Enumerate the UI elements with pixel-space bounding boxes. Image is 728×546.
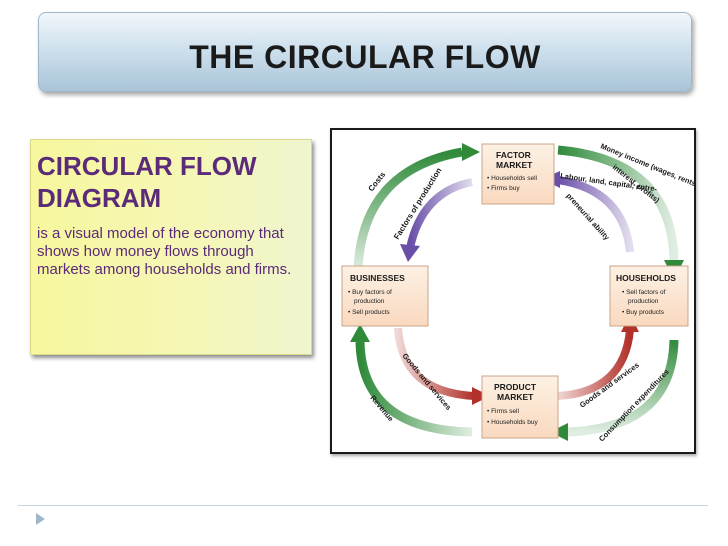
arrow-goods-right: [557, 329, 634, 400]
factor-market-item-1: • Households sell: [487, 175, 538, 182]
arrow-consumption-head: [550, 423, 568, 441]
households-title: HOUSEHOLDS: [616, 273, 676, 283]
businesses-item-1b: production: [354, 298, 385, 305]
product-market-title-2: MARKET: [497, 392, 534, 402]
footer-triangle-icon: [36, 513, 45, 525]
households-box: HOUSEHOLDS • Sell factors of production …: [609, 265, 689, 327]
arrow-revenue: [355, 341, 473, 437]
arrow-costs-head: [462, 143, 480, 161]
arrow-labour: [557, 176, 634, 253]
footer-divider: [18, 505, 708, 506]
factor-market-title-1: FACTOR: [496, 150, 531, 160]
product-market-title-1: PRODUCT: [494, 382, 537, 392]
arrow-revenue-head: [350, 324, 370, 342]
factor-market-title-2: MARKET: [496, 160, 533, 170]
product-market-box: PRODUCT MARKET • Firms sell • Households…: [481, 375, 559, 439]
households-item-1: • Sell factors of: [622, 289, 666, 296]
product-market-item-1: • Firms sell: [487, 408, 519, 415]
factor-market-box: FACTOR MARKET • Households sell • Firms …: [481, 143, 555, 205]
definition-callout: CIRCULAR FLOW DIAGRAM is a visual model …: [30, 139, 312, 355]
arrow-costs: [353, 147, 463, 271]
households-item-2: • Buy products: [622, 309, 665, 316]
households-item-1b: production: [628, 298, 659, 305]
product-market-item-2: • Households buy: [487, 419, 538, 426]
arrow-goods-left-head: [472, 387, 490, 405]
diagram-canvas: FACTOR MARKET • Households sell • Firms …: [341, 142, 694, 443]
arrow-goods-left: [394, 327, 475, 400]
businesses-title: BUSINESSES: [350, 273, 405, 283]
title-banner: THE CIRCULAR FLOW: [38, 12, 692, 92]
businesses-item-2: • Sell products: [348, 309, 390, 316]
arrow-consumption: [567, 339, 679, 437]
arrow-factors: [406, 178, 473, 249]
circular-flow-diagram: FACTOR MARKET • Households sell • Firms …: [330, 128, 696, 454]
callout-body: is a visual model of the economy that sh…: [37, 225, 292, 278]
page-title: THE CIRCULAR FLOW: [189, 39, 541, 75]
factor-market-item-2: • Firms buy: [487, 185, 520, 192]
callout-heading: CIRCULAR FLOW DIAGRAM: [37, 151, 257, 213]
businesses-item-1: • Buy factors of: [348, 289, 392, 296]
businesses-box: BUSINESSES • Buy factors of production •…: [341, 265, 429, 327]
label-goods-services-left: Goods and services: [400, 352, 453, 412]
arrow-factors-head: [400, 244, 420, 262]
arrow-money-income: [557, 145, 679, 261]
